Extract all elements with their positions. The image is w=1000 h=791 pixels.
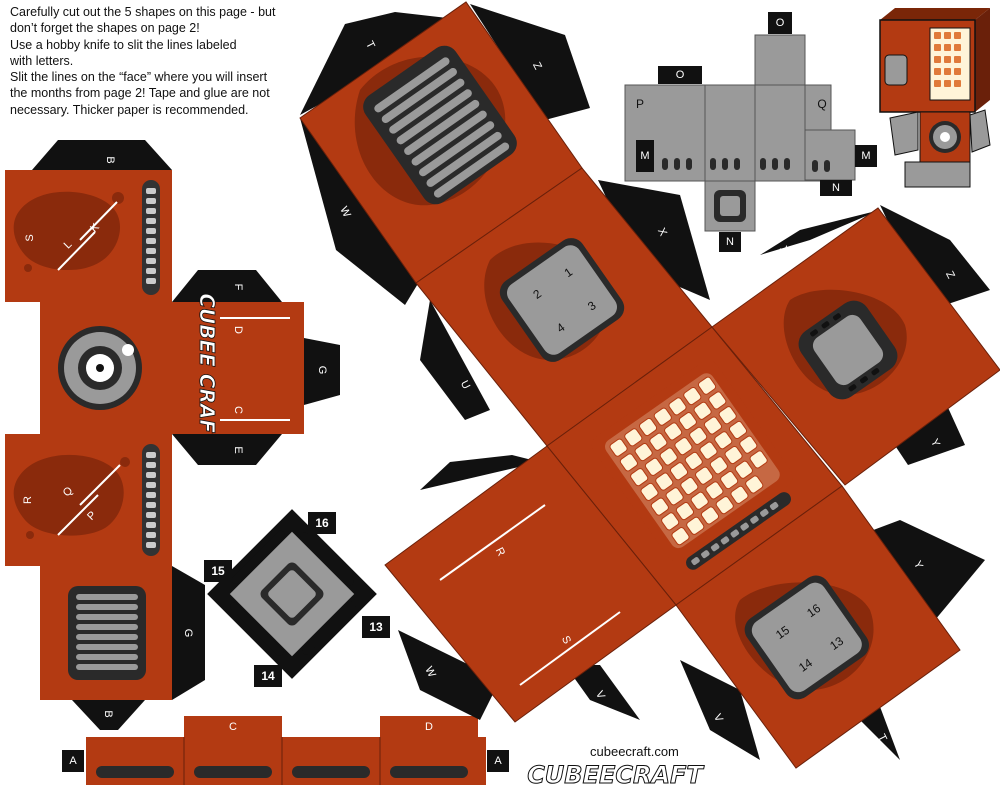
cross-face-left xyxy=(384,445,677,723)
tab-b-bottom xyxy=(72,700,145,730)
slit-label: Q xyxy=(817,97,826,111)
tab-a-right xyxy=(487,750,509,772)
left-strip: B L K S F F D C CUBEE CR xyxy=(5,140,340,730)
tab-label: O xyxy=(776,17,785,29)
tab-label: Z xyxy=(943,269,957,281)
piece-number: 14 xyxy=(261,669,275,683)
big-cross-piece: T Z W X X Z U Y U Y W V V T xyxy=(299,1,1000,769)
slit-line xyxy=(439,504,546,581)
slit-label: S xyxy=(24,234,36,241)
tab-g-bottom xyxy=(172,566,205,700)
vent-grille xyxy=(142,180,160,295)
splat-shape xyxy=(13,191,121,271)
assembled-robot-preview xyxy=(879,8,991,188)
tab-a-left xyxy=(62,750,84,772)
grey-foot-piece: O O P Q M M N N xyxy=(624,12,877,252)
slit-label: F xyxy=(184,235,196,242)
tab-label: A xyxy=(494,755,502,767)
instruction-line: necessary. Thicker paper is recommended. xyxy=(10,102,249,117)
tab-label: A xyxy=(69,755,77,767)
slit-label: R xyxy=(22,496,34,504)
slit-label: C xyxy=(229,721,237,733)
website-text: cubeecraft.com xyxy=(590,744,679,759)
cubeecraft-logo-vertical: CUBEE CRAFT xyxy=(195,293,219,448)
slit-line xyxy=(57,231,96,271)
instruction-line: with letters. xyxy=(10,53,74,68)
tab-g xyxy=(304,338,340,405)
slit-label: D xyxy=(425,721,433,733)
tab-label: B xyxy=(104,156,116,163)
slit-label: C xyxy=(232,406,244,414)
tab-label: N xyxy=(726,236,734,248)
piece-number: 13 xyxy=(369,620,383,634)
tab-label: M xyxy=(861,150,870,162)
piece-number: 15 xyxy=(211,564,225,578)
tab-f xyxy=(172,270,282,302)
slit-label: S xyxy=(559,634,573,646)
number-panel-top: 2 1 4 3 xyxy=(499,238,625,362)
vent-grille xyxy=(142,444,160,556)
cubeecraft-logo: CUBEECRAFT xyxy=(527,761,704,789)
slit-label: D xyxy=(232,326,244,334)
slit-line xyxy=(79,201,118,241)
number-panel-bottom: 15 16 14 13 xyxy=(744,575,869,700)
instruction-line: Carefully cut out the 5 shapes on this p… xyxy=(10,5,276,19)
tab-label: U xyxy=(449,491,463,504)
face-logo xyxy=(172,302,304,434)
tab-label: T xyxy=(363,39,377,51)
instructions-text: Carefully cut out the 5 shapes on this p… xyxy=(10,4,310,118)
small-base-piece: 16 15 13 14 xyxy=(204,509,390,687)
tab-label: F xyxy=(232,284,244,291)
face-led-grid xyxy=(591,360,793,570)
large-grille xyxy=(363,45,517,205)
piece-number: 16 xyxy=(315,516,329,530)
tab-label: E xyxy=(232,446,244,453)
tab-label: E xyxy=(184,496,196,503)
tab-label: Z xyxy=(530,60,544,72)
tab-label: O xyxy=(676,69,685,81)
tab-label: M xyxy=(640,150,649,162)
instruction-line: don’t forget the shapes on page 2! xyxy=(10,21,200,36)
tab-label: T xyxy=(875,732,889,744)
tab-label: G xyxy=(182,629,194,638)
tab-b-top xyxy=(32,140,172,170)
tab-label: B xyxy=(102,710,114,717)
instruction-line: the months from page 2! Tape and glue ar… xyxy=(10,86,270,101)
instruction-line: Slit the lines on the “face” where you w… xyxy=(10,70,268,85)
tab-label: G xyxy=(316,366,328,375)
tab-e xyxy=(172,434,282,465)
splat-shape xyxy=(13,454,124,536)
slit-line xyxy=(519,611,621,686)
slit-label: P xyxy=(636,97,644,111)
instruction-line: Use a hobby knife to slit the lines labe… xyxy=(10,37,237,52)
socket-panel xyxy=(798,300,898,400)
bottom-strip: A C D A xyxy=(62,716,509,785)
tab-label: N xyxy=(832,182,840,194)
